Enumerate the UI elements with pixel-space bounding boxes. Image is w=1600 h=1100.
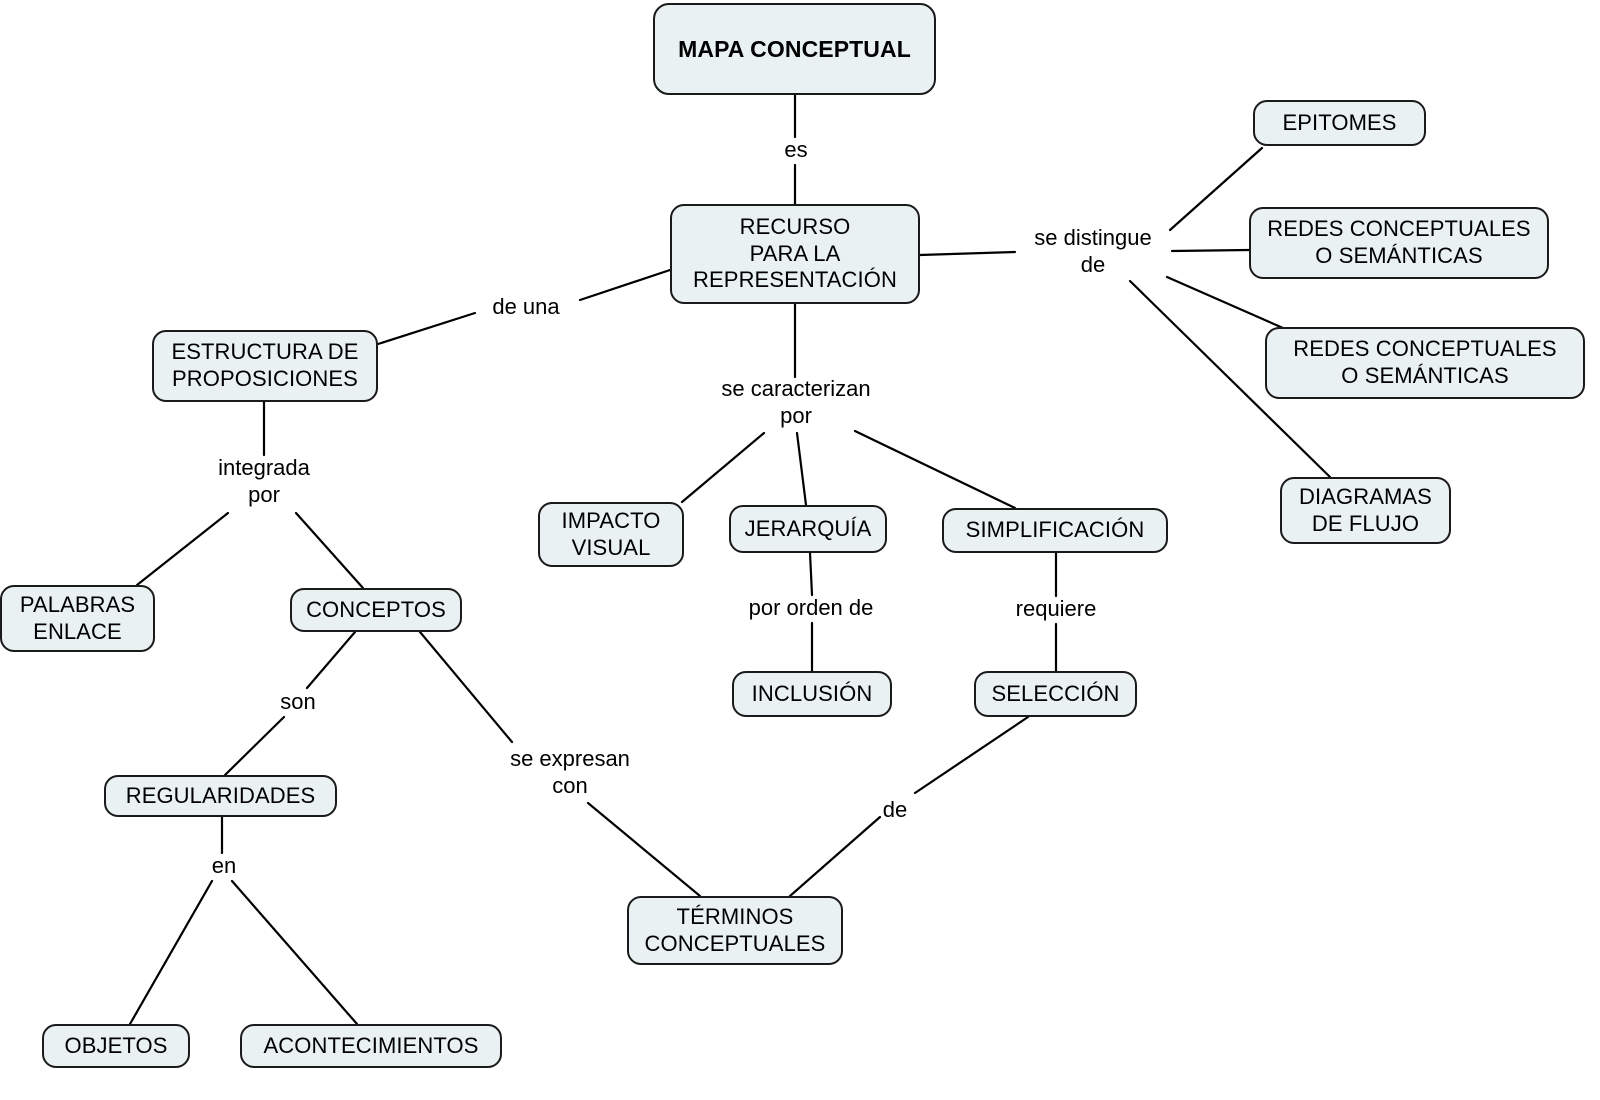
link-label-se-caracterizan: se caracterizan por bbox=[721, 376, 871, 428]
concept-node-jerarquia[interactable]: JERARQUÍA bbox=[729, 505, 887, 553]
edge-se-caracterizan-to-simplific bbox=[853, 429, 1017, 510]
edge-recurso-to-de-una bbox=[578, 268, 672, 302]
edge-se-caracterizan-to-jerarquia bbox=[795, 431, 808, 507]
concept-node-simplific[interactable]: SIMPLIFICACIÓN bbox=[942, 508, 1168, 553]
concept-node-aconteci[interactable]: ACONTECIMIENTOS bbox=[240, 1024, 502, 1068]
link-label-se-distingue-de: se distingue de bbox=[1034, 225, 1152, 277]
concept-node-root[interactable]: MAPA CONCEPTUAL bbox=[653, 3, 936, 95]
concept-node-seleccion[interactable]: SELECCIÓN bbox=[974, 671, 1137, 717]
edge-integrada-por-to-conceptos bbox=[294, 511, 365, 590]
link-label-integrada-por: integrada por bbox=[218, 455, 310, 507]
link-label-se-expresan-con: se expresan con bbox=[510, 746, 630, 798]
concept-node-regular[interactable]: REGULARIDADES bbox=[104, 775, 337, 817]
concept-node-redes1[interactable]: REDES CONCEPTUALES O SEMÁNTICAS bbox=[1249, 207, 1549, 279]
concept-node-recurso[interactable]: RECURSO PARA LA REPRESENTACIÓN bbox=[670, 204, 920, 304]
edge-en-to-objetos bbox=[128, 879, 214, 1026]
edge-son-to-regular bbox=[223, 715, 286, 777]
concept-node-impacto[interactable]: IMPACTO VISUAL bbox=[538, 502, 684, 567]
concept-node-terminos[interactable]: TÉRMINOS CONCEPTUALES bbox=[627, 896, 843, 965]
concept-node-conceptos[interactable]: CONCEPTOS bbox=[290, 588, 462, 632]
concept-node-epitomes[interactable]: EPITOMES bbox=[1253, 100, 1426, 146]
link-label-de: de bbox=[882, 796, 908, 822]
edge-se-expresan-con-to-terminos bbox=[586, 801, 702, 898]
edge-en-to-aconteci bbox=[230, 879, 359, 1026]
concept-node-diagramas[interactable]: DIAGRAMAS DE FLUJO bbox=[1280, 477, 1451, 544]
edge-de-una-to-estructura bbox=[376, 311, 477, 346]
edge-conceptos-to-se-expresan-con bbox=[418, 630, 514, 744]
concept-node-estructura[interactable]: ESTRUCTURA DE PROPOSICIONES bbox=[152, 330, 378, 402]
concept-node-redes2[interactable]: REDES CONCEPTUALES O SEMÁNTICAS bbox=[1265, 327, 1585, 399]
edge-se-distingue-de-to-redes1 bbox=[1170, 248, 1251, 253]
link-label-por-orden-de: por orden de bbox=[748, 594, 874, 620]
concept-node-inclusion[interactable]: INCLUSIÓN bbox=[732, 671, 892, 717]
link-label-es: es bbox=[784, 136, 808, 162]
link-label-son: son bbox=[280, 688, 316, 714]
edge-seleccion-to-de bbox=[913, 715, 1030, 795]
link-label-de-una: de una bbox=[492, 293, 560, 319]
concept-node-palabras[interactable]: PALABRAS ENLACE bbox=[0, 585, 155, 652]
edge-conceptos-to-son bbox=[305, 630, 357, 690]
edge-jerarquia-to-por-orden-de bbox=[808, 551, 814, 597]
concept-node-objetos[interactable]: OBJETOS bbox=[42, 1024, 190, 1068]
edge-se-distingue-de-to-redes2 bbox=[1165, 275, 1285, 330]
link-label-en: en bbox=[211, 852, 237, 878]
edge-se-caracterizan-to-impacto bbox=[680, 431, 766, 504]
edge-integrada-por-to-palabras bbox=[135, 511, 230, 587]
edge-recurso-to-se-distingue-de bbox=[918, 250, 1017, 257]
edge-de-to-terminos bbox=[788, 815, 882, 898]
link-label-requiere: requiere bbox=[1015, 595, 1097, 621]
edge-se-distingue-de-to-epitomes bbox=[1168, 146, 1264, 232]
